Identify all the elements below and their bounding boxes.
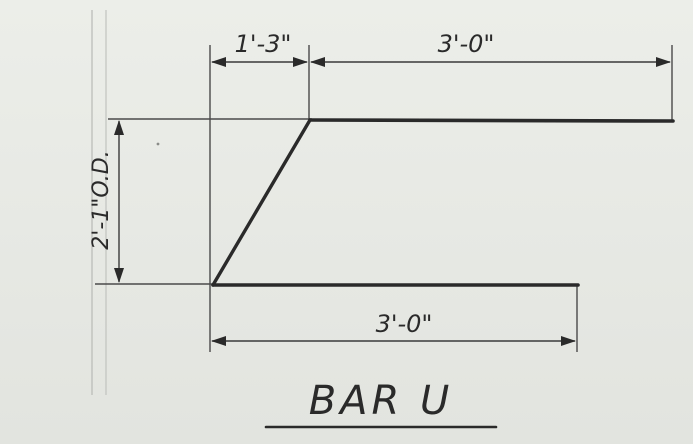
- bar-top-leg: [308, 118, 675, 123]
- arrow-head: [114, 120, 124, 135]
- arrow-head: [211, 336, 226, 346]
- arrow-head: [656, 57, 671, 67]
- drawing-title: BAR U: [309, 378, 454, 424]
- bar-diagonal: [211, 118, 312, 287]
- dimension-label-vertical: 2'-1"O.D.: [89, 150, 114, 249]
- dimension-label-bottom: 3'-0": [376, 310, 433, 338]
- arrow-head: [211, 57, 226, 67]
- arrow-head: [561, 336, 576, 346]
- arrow-head: [114, 268, 124, 283]
- arrow-head: [293, 57, 308, 67]
- dimension-label-top-right: 3'-0": [438, 30, 495, 58]
- paper-speck: [156, 142, 160, 146]
- dimension-label-top-left: 1'-3": [235, 30, 292, 58]
- arrow-head: [310, 57, 325, 67]
